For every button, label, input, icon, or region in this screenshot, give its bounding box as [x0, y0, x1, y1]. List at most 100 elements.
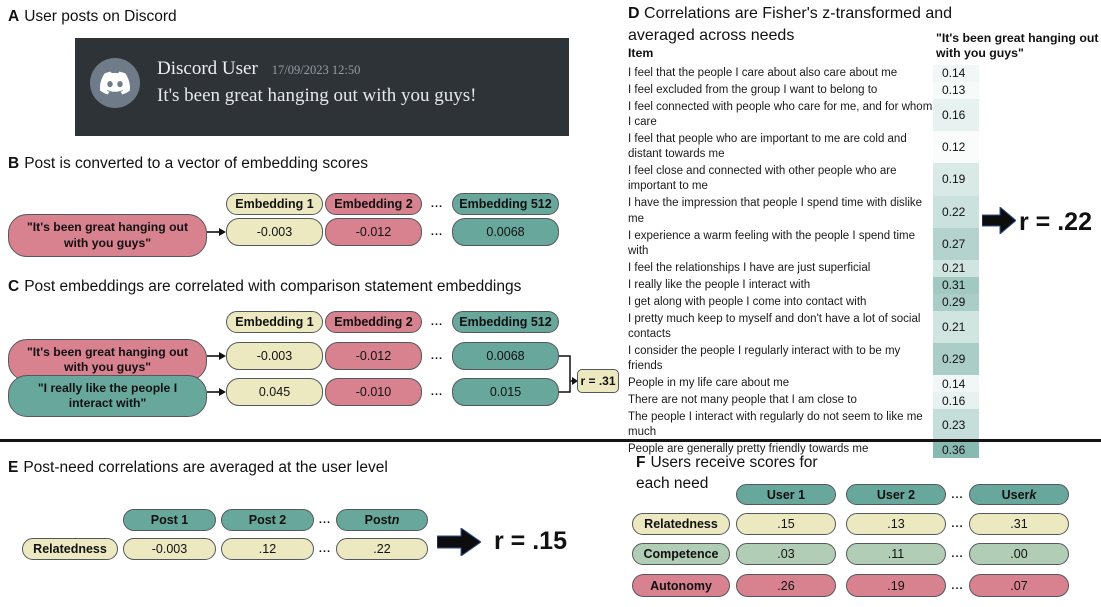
- f-score-pill-r2-3: .07: [969, 574, 1069, 597]
- discord-logo-icon: [100, 71, 130, 95]
- d-item-cell: I really like the people I interact with: [628, 278, 811, 291]
- d-value-cell: 0.31: [933, 276, 979, 294]
- b-embedding-value-pill-2: 0.0068: [452, 218, 559, 246]
- d-item-cell: I feel that the people I care about also…: [628, 66, 898, 79]
- ellipsis: ...: [318, 514, 332, 526]
- panel-a-title-text: User posts on Discord: [24, 8, 177, 25]
- d-table-row: I feel excluded from the group I want to…: [628, 81, 1028, 99]
- d-table-row: I pretty much keep to myself and don't h…: [628, 310, 1028, 344]
- b-embedding-value-row: -0.003-0.012...0.0068: [226, 218, 559, 246]
- d-item-cell: People in my life care about me: [628, 377, 790, 390]
- f-score-pill-r0-3: .31: [969, 513, 1069, 535]
- c-value-pill-r0-2: 0.0068: [452, 342, 559, 370]
- e-relatedness-pill-0: Relatedness: [22, 538, 118, 560]
- e-post-header-pill-2: Post n: [336, 509, 428, 531]
- ellipsis: ...: [430, 198, 444, 210]
- d-table-row: I get along with people I come into cont…: [628, 293, 1028, 311]
- e-relatedness-pill-3: .22: [336, 538, 428, 560]
- discord-message-text: It's been great hanging out with you guy…: [157, 85, 477, 106]
- e-post-header-pill-0: Post 1: [123, 509, 216, 531]
- f-relatedness-row: Relatedness.15.13....31: [632, 513, 1069, 535]
- c-correlation-result-box: r = .31: [577, 369, 619, 393]
- ellipsis: ...: [951, 488, 964, 501]
- f-score-pill-r1-2: .11: [846, 543, 946, 565]
- d-value-cell: 0.29: [933, 343, 979, 376]
- f-score-pill-r2-2: .19: [846, 574, 946, 597]
- d-table-row: I feel the relationships I have are just…: [628, 259, 1028, 277]
- d-item-cell: I feel connected with people who care fo…: [628, 100, 933, 129]
- ellipsis: ...: [951, 579, 964, 592]
- c-value-pill-r0-1: -0.012: [325, 342, 422, 370]
- d-item-cell: I consider the people I regularly intera…: [628, 344, 901, 373]
- e-result-arrow-icon: [437, 528, 481, 556]
- d-table-row: The people I interact with regularly do …: [628, 409, 1028, 442]
- f-user-header-pill-2: User k: [969, 484, 1069, 505]
- b-post-source-pill: "It's been great hanging out with you gu…: [8, 214, 207, 257]
- c-post-embedding-row: -0.003-0.012...0.0068: [226, 342, 559, 370]
- ellipsis: ...: [430, 350, 444, 362]
- b-small-arrow-icon: [207, 228, 226, 236]
- d-item-cell: There are not many people that I am clos…: [628, 394, 857, 407]
- d-post-column-header: "It's been great hanging out with you gu…: [936, 31, 1099, 60]
- e-relatedness-pill-2: .12: [221, 538, 314, 560]
- ellipsis: ...: [951, 518, 964, 530]
- f-score-pill-r1-1: .03: [736, 543, 836, 565]
- d-value-cell: 0.12: [933, 131, 979, 164]
- b-embedding-value-pill-0: -0.003: [226, 218, 323, 246]
- panel-b-letter: B: [8, 155, 20, 172]
- d-result-arrow-icon: [982, 207, 1016, 234]
- d-value-cell: 0.14: [933, 65, 979, 82]
- section-divider: [0, 439, 1101, 442]
- d-table-row: I have the impression that people I spen…: [628, 195, 1028, 228]
- f-score-pill-r0-2: .13: [846, 513, 946, 535]
- d-value-cell: 0.21: [933, 259, 979, 277]
- f-score-pill-r1-0: Competence: [632, 543, 730, 565]
- d-item-cell: I pretty much keep to myself and don't h…: [628, 312, 921, 340]
- d-item-cell: I feel close and connected with other pe…: [628, 165, 897, 193]
- d-value-cell: 0.21: [933, 310, 979, 344]
- c-statement-embedding-row: 0.045-0.010...0.015: [226, 378, 559, 406]
- b-embedding-header-pill-2: Embedding 512: [452, 193, 559, 215]
- e-correlation-result: r = .15: [494, 527, 567, 555]
- d-value-cell: 0.14: [933, 375, 979, 393]
- d-item-cell: I feel the relationships I have are just…: [628, 261, 871, 274]
- f-score-pill-r0-0: Relatedness: [632, 513, 730, 535]
- c-value-pill-r1-0: 0.045: [226, 378, 323, 406]
- discord-username: Discord User: [157, 58, 258, 79]
- panel-c-letter: C: [8, 278, 20, 295]
- panel-d-title-text: Correlations are Fisher's z-transformed …: [628, 5, 953, 44]
- b-embedding-value-pill-1: -0.012: [325, 218, 422, 246]
- e-relatedness-row: Relatedness-0.003.12... .22: [22, 538, 428, 560]
- c-small-arrow-top-icon: [207, 352, 226, 360]
- f-competence-row: Competence.03.11....00: [632, 543, 1069, 565]
- d-item-cell: People are generally pretty friendly tow…: [628, 443, 869, 456]
- d-table-row: I experience a warm feeling with the peo…: [628, 227, 1028, 260]
- c-value-pill-r1-2: 0.015: [452, 378, 559, 406]
- ellipsis: ...: [430, 316, 444, 328]
- ellipsis: ...: [951, 548, 964, 560]
- panel-e-title-text: Post-need correlations are averaged at t…: [23, 459, 388, 476]
- ellipsis: ...: [318, 543, 332, 555]
- d-value-cell: 0.16: [933, 98, 979, 132]
- d-table-row: I consider the people I regularly intera…: [628, 343, 1028, 376]
- panel-f-letter: F: [636, 454, 646, 471]
- c-value-pill-r1-1: -0.010: [325, 378, 422, 406]
- f-score-pill-r2-0: Autonomy: [632, 574, 730, 597]
- c-embedding-header-pill-1: Embedding 2: [325, 311, 422, 333]
- d-item-cell: I feel that people who are important to …: [628, 133, 907, 161]
- e-relatedness-pill-1: -0.003: [123, 538, 216, 560]
- c-bracket-connector: [559, 355, 578, 393]
- d-value-cell: 0.29: [933, 293, 979, 311]
- d-value-cell: 0.22: [933, 195, 979, 228]
